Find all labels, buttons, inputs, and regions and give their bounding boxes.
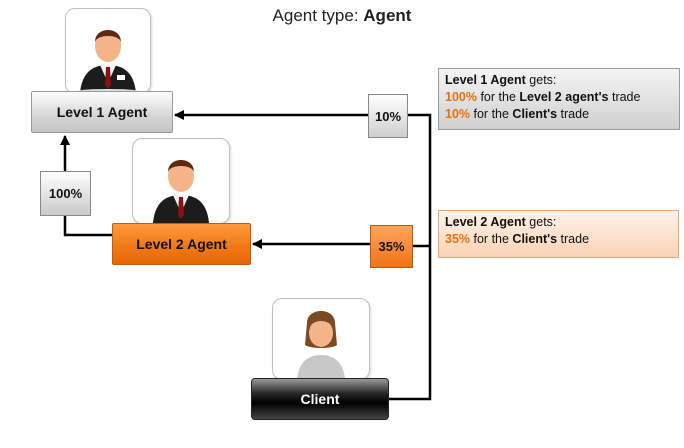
level1-agent-node[interactable]: Level 1 Agent <box>31 91 173 133</box>
level1-info-heading-rest: gets: <box>525 73 557 87</box>
level2-info-heading: Level 2 Agent gets: <box>445 214 672 231</box>
level1-info-line1-bold: Level 2 agent's <box>519 90 609 104</box>
male-agent-icon <box>78 30 138 93</box>
level1-info-line1-pre: for the <box>476 90 520 104</box>
client-node[interactable]: Client <box>251 378 389 420</box>
client-to-level1-line <box>389 113 432 401</box>
client-to-level2-percentage: 35% <box>370 225 413 268</box>
level1-info-line1-post: trade <box>608 90 641 104</box>
client-photo <box>272 298 370 380</box>
level1-info-line1: 100% for the Level 2 agent's trade <box>445 89 673 106</box>
diagram-title: Agent type: Agent <box>0 6 684 26</box>
level1-info-heading: Level 1 Agent gets: <box>445 72 673 89</box>
level2-agent-node[interactable]: Level 2 Agent <box>112 223 251 265</box>
level1-info-box: Level 1 Agent gets: 100% for the Level 2… <box>438 68 680 130</box>
level1-info-line2-pct: 10% <box>445 107 471 121</box>
level1-info-line2-pre: for the <box>470 107 513 121</box>
level2-info-line1-bold: Client's <box>512 232 558 246</box>
level1-agent-photo <box>65 8 151 94</box>
level2-info-heading-rest: gets: <box>525 215 557 229</box>
level2-to-level1-percentage: 100% <box>40 171 91 216</box>
level2-info-heading-bold: Level 2 Agent <box>445 215 526 229</box>
level2-info-line1-post: trade <box>557 232 590 246</box>
level1-info-line2: 10% for the Client's trade <box>445 106 673 123</box>
level2-info-box: Level 2 Agent gets: 35% for the Client's… <box>438 210 679 258</box>
level1-info-heading-bold: Level 1 Agent <box>445 73 526 87</box>
level1-info-line2-bold: Client's <box>512 107 558 121</box>
level2-info-line1-pct: 35% <box>445 232 471 246</box>
client-to-level1-percentage: 10% <box>368 94 408 138</box>
title-value: Agent <box>363 6 412 25</box>
male-agent-icon <box>153 160 209 223</box>
level1-info-line1-pct: 100% <box>445 90 477 104</box>
female-client-icon <box>297 311 345 379</box>
level1-info-line2-post: trade <box>557 107 590 121</box>
title-prefix: Agent type: <box>272 6 359 25</box>
level2-info-line1-pre: for the <box>470 232 513 246</box>
level2-info-line1: 35% for the Client's trade <box>445 231 672 248</box>
level2-agent-photo <box>132 138 230 224</box>
level2-to-level1-line <box>63 216 112 237</box>
